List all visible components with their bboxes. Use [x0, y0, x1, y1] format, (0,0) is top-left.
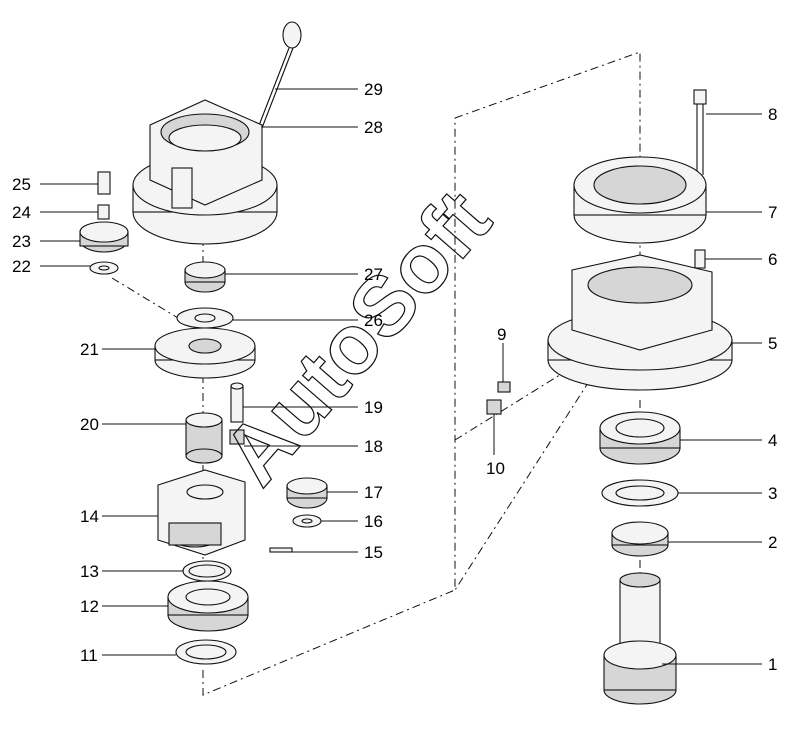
part-13-snap-ring	[182, 560, 232, 582]
callout-25: 25	[12, 175, 98, 194]
callout-15: 15	[292, 543, 383, 562]
callout-label: 10	[486, 459, 505, 478]
callout-label: 6	[768, 250, 777, 269]
callout-3: 3	[678, 484, 777, 503]
callout-29: 29	[275, 80, 383, 99]
callout-16: 16	[321, 512, 383, 531]
callout-20: 20	[80, 415, 186, 434]
callout-2: 2	[668, 533, 777, 552]
callout-28: 28	[262, 118, 383, 137]
callout-label: 3	[768, 484, 777, 503]
callout-label: 19	[364, 398, 383, 417]
callout-4: 4	[680, 431, 777, 450]
callout-14: 14	[80, 507, 158, 526]
callout-10: 10	[486, 414, 505, 478]
callout-label: 18	[364, 437, 383, 456]
callout-label: 16	[364, 512, 383, 531]
part-25-bolt	[97, 171, 111, 195]
callout-label: 26	[364, 311, 383, 330]
callout-label: 11	[80, 646, 98, 665]
callout-11: 11	[80, 646, 176, 665]
callout-label: 14	[80, 507, 99, 526]
callout-label: 4	[768, 431, 777, 450]
callout-label: 7	[768, 203, 777, 222]
part-24-bushing	[97, 204, 110, 220]
callout-13: 13	[80, 562, 183, 581]
part-22-washer	[89, 261, 119, 275]
part-26-thrust-washer	[176, 307, 234, 329]
part-upper-housing	[132, 99, 278, 245]
callout-label: 13	[80, 562, 99, 581]
callout-12: 12	[80, 597, 168, 616]
part-4-bearing	[599, 411, 681, 465]
part-20-gear	[185, 412, 223, 464]
callout-9: 9	[497, 325, 506, 382]
callout-7: 7	[706, 203, 777, 222]
part-11-seal-ring	[175, 639, 237, 665]
callout-1: 1	[662, 655, 777, 674]
callout-label: 17	[364, 483, 383, 502]
callout-label: 20	[80, 415, 99, 434]
part-1-pinion-shaft	[603, 572, 677, 705]
callout-21: 21	[80, 340, 155, 359]
part-6-dowel-pin	[694, 249, 706, 269]
callout-27: 27	[225, 265, 383, 284]
callout-22: 22	[12, 257, 90, 276]
part-17-planet-gear	[286, 477, 328, 509]
callout-17: 17	[327, 483, 383, 502]
part-15-spring-pin	[269, 547, 293, 553]
part-14-carrier	[157, 469, 246, 556]
part-8-long-bolt	[693, 89, 707, 175]
callout-19: 19	[243, 398, 383, 417]
part-dipstick	[257, 21, 302, 129]
callout-label: 27	[364, 265, 383, 284]
part-2-bearing-cone	[611, 521, 669, 557]
callout-label: 21	[80, 340, 99, 359]
callout-label: 5	[768, 334, 777, 353]
callout-23: 23	[12, 232, 80, 251]
callout-label: 2	[768, 533, 777, 552]
callout-5: 5	[732, 334, 777, 353]
part-21-carrier-plate	[154, 327, 256, 379]
part-7-ring-gear	[573, 156, 707, 244]
callout-label: 25	[12, 175, 31, 194]
callout-label: 28	[364, 118, 383, 137]
callout-8: 8	[706, 105, 777, 124]
part-10-fitting	[486, 399, 502, 415]
part-12-roller-bearing	[167, 580, 249, 632]
part-19-pin	[230, 382, 244, 423]
callout-label: 22	[12, 257, 31, 276]
callout-label: 12	[80, 597, 99, 616]
callout-label: 24	[12, 203, 31, 222]
part-18-bushing	[229, 429, 245, 445]
callout-label: 8	[768, 105, 777, 124]
callout-18: 18	[244, 437, 383, 456]
callout-label: 23	[12, 232, 31, 251]
part-16-washer	[292, 514, 322, 528]
part-9-plug	[497, 381, 511, 393]
callout-label: 1	[768, 655, 777, 674]
callout-label: 9	[497, 325, 506, 344]
callout-label: 29	[364, 80, 383, 99]
callout-6: 6	[705, 250, 777, 269]
callout-24: 24	[12, 203, 98, 222]
callout-label: 15	[364, 543, 383, 562]
part-3-oil-seal	[601, 479, 679, 507]
part-5-main-housing	[547, 254, 733, 391]
callout-26: 26	[233, 311, 383, 330]
part-27-sun-gear	[184, 261, 226, 293]
part-23-gear	[79, 221, 129, 253]
